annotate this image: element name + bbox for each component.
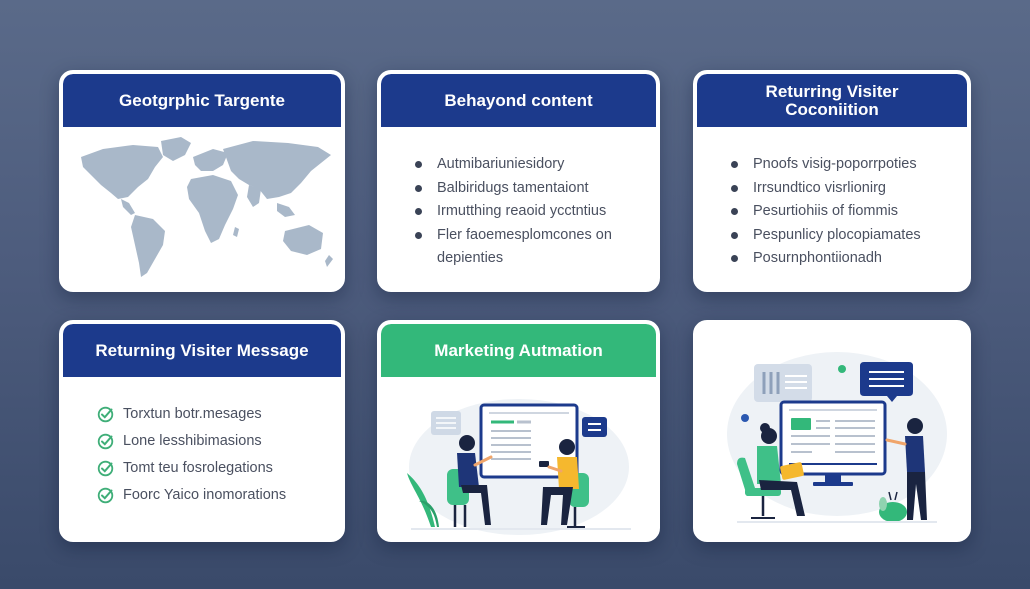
check-circle-icon [97, 460, 114, 477]
bullet-icon [415, 184, 422, 192]
list-item: Posurnphontiionadh [731, 247, 967, 271]
returning-visitor-recognition-card: Returring Visiter Coconiition Pnoofs vis… [693, 70, 971, 292]
bullet-icon [415, 231, 422, 239]
check-circle-icon [97, 433, 114, 450]
presentation-illustration [697, 324, 967, 538]
list-item: Foorc Yaico inomorations [97, 482, 341, 509]
card-title: Returning Visiter Message [63, 324, 341, 377]
list-item: Autmibariuniesidory [415, 153, 656, 177]
returning-visitor-message-card: Returning Visiter Message Torxtun botr.m… [59, 320, 345, 542]
world-map [63, 127, 341, 288]
list-item: Irmutthing reaoid ycctntius [415, 200, 656, 224]
card-title: Marketing Autmation [381, 324, 656, 377]
marketing-illustration [381, 377, 656, 538]
check-circle-icon [97, 487, 114, 504]
list-item: Irrsundtico visrlionirg [731, 177, 967, 201]
bullet-icon [731, 161, 738, 168]
world-map-icon [81, 137, 333, 277]
bullet-icon [731, 255, 738, 262]
marketing-automation-card: Marketing Autmation [377, 320, 660, 542]
card-title: Behayond content [381, 74, 656, 127]
bullet-icon [731, 231, 738, 239]
presenter-laptop-illustration-icon [727, 352, 947, 523]
geographic-targeting-card: Geotgrphic Targente [59, 70, 345, 292]
feature-list: Pnoofs visig-poporrpoties Irrsundtico vi… [697, 127, 967, 271]
bullet-icon [731, 208, 738, 215]
bullet-icon [731, 184, 738, 192]
checklist: Torxtun botr.mesages Lone lesshibimasion… [63, 377, 341, 509]
team-meeting-illustration-icon [407, 399, 631, 535]
list-item: Torxtun botr.mesages [97, 401, 341, 428]
list-item: Tomt teu fosrolegations [97, 455, 341, 482]
bullet-icon [415, 161, 422, 168]
card-title: Geotgrphic Targente [63, 74, 341, 127]
list-item: Pesurtiohiis of fiommis [731, 200, 967, 224]
behavioral-content-card: Behayond content Autmibariuniesidory Bal… [377, 70, 660, 292]
check-circle-icon [97, 406, 114, 423]
list-item: Balbiridugs tamentaiont [415, 177, 656, 201]
list-item: Lone lesshibimasions [97, 428, 341, 455]
feature-list: Autmibariuniesidory Balbiridugs tamentai… [381, 127, 656, 271]
card-title: Returring Visiter Coconiition [697, 74, 967, 127]
bullet-icon [415, 208, 422, 215]
list-item: Pespunlicy plocopiamates [731, 224, 967, 248]
list-item: Fler faoemesplomcones on depienties [415, 224, 635, 271]
presentation-illustration-card [693, 320, 971, 542]
list-item: Pnoofs visig-poporrpoties [731, 153, 967, 177]
